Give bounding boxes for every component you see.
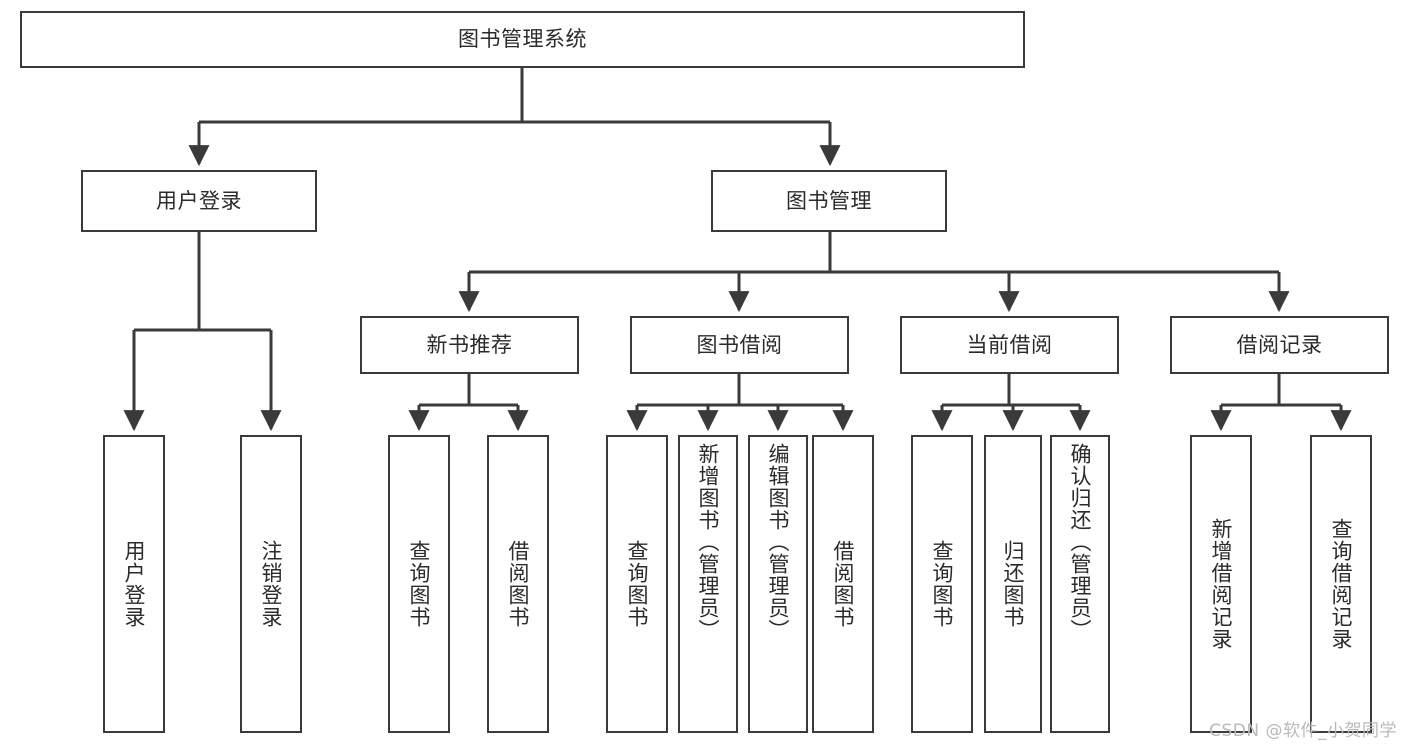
node-leaf-label: 查询借阅记录: [1329, 518, 1354, 650]
node-leaf-label: 确认归还（管理员）: [1068, 443, 1093, 641]
node-leaf-return-book[interactable]: 归还图书: [984, 435, 1042, 733]
node-leaf-label: 新增图书（管理员）: [696, 443, 721, 641]
node-leaf-add-book-admin[interactable]: 新增图书（管理员）: [678, 435, 738, 733]
node-book-borrow[interactable]: 图书借阅: [630, 316, 849, 374]
node-current-borrow[interactable]: 当前借阅: [900, 316, 1119, 374]
node-leaf-confirm-return-admin[interactable]: 确认归还（管理员）: [1050, 435, 1110, 733]
node-leaf-label: 借阅图书: [506, 540, 531, 628]
node-root-label: 图书管理系统: [458, 27, 587, 52]
node-leaf-logout[interactable]: 注销登录: [240, 435, 302, 733]
node-root[interactable]: 图书管理系统: [20, 11, 1025, 68]
node-leaf-label: 注销登录: [259, 540, 284, 628]
node-leaf-query-book-current[interactable]: 查询图书: [911, 435, 973, 733]
node-new-book-recommend[interactable]: 新书推荐: [360, 316, 579, 374]
node-leaf-edit-book-admin[interactable]: 编辑图书（管理员）: [748, 435, 808, 733]
node-leaf-user-login[interactable]: 用户登录: [103, 435, 165, 733]
node-book-borrow-label: 图书借阅: [696, 332, 783, 357]
node-current-borrow-label: 当前借阅: [966, 332, 1053, 357]
node-leaf-label: 查询图书: [407, 540, 432, 628]
watermark: CSDN @软件_小贺同学: [1209, 721, 1397, 741]
node-leaf-borrow-book-newbook[interactable]: 借阅图书: [487, 435, 549, 733]
node-leaf-query-borrow-record[interactable]: 查询借阅记录: [1310, 435, 1372, 733]
node-leaf-label: 新增借阅记录: [1209, 518, 1234, 650]
node-user-login-label: 用户登录: [156, 188, 242, 213]
node-leaf-label: 用户登录: [122, 540, 147, 628]
node-leaf-add-borrow-record[interactable]: 新增借阅记录: [1190, 435, 1252, 733]
node-leaf-query-book-newbook[interactable]: 查询图书: [388, 435, 450, 733]
node-leaf-borrow-book[interactable]: 借阅图书: [812, 435, 874, 733]
node-borrow-record[interactable]: 借阅记录: [1170, 316, 1389, 374]
node-leaf-label: 查询图书: [625, 540, 650, 628]
node-book-management[interactable]: 图书管理: [711, 170, 947, 232]
node-leaf-label: 借阅图书: [831, 540, 856, 628]
node-user-login[interactable]: 用户登录: [81, 170, 317, 232]
node-book-management-label: 图书管理: [786, 188, 872, 213]
node-leaf-query-book-borrow[interactable]: 查询图书: [606, 435, 668, 733]
node-leaf-label: 归还图书: [1001, 540, 1026, 628]
node-new-book-recommend-label: 新书推荐: [426, 332, 513, 357]
node-leaf-label: 查询图书: [930, 540, 955, 628]
node-leaf-label: 编辑图书（管理员）: [766, 443, 791, 641]
node-borrow-record-label: 借阅记录: [1236, 332, 1323, 357]
